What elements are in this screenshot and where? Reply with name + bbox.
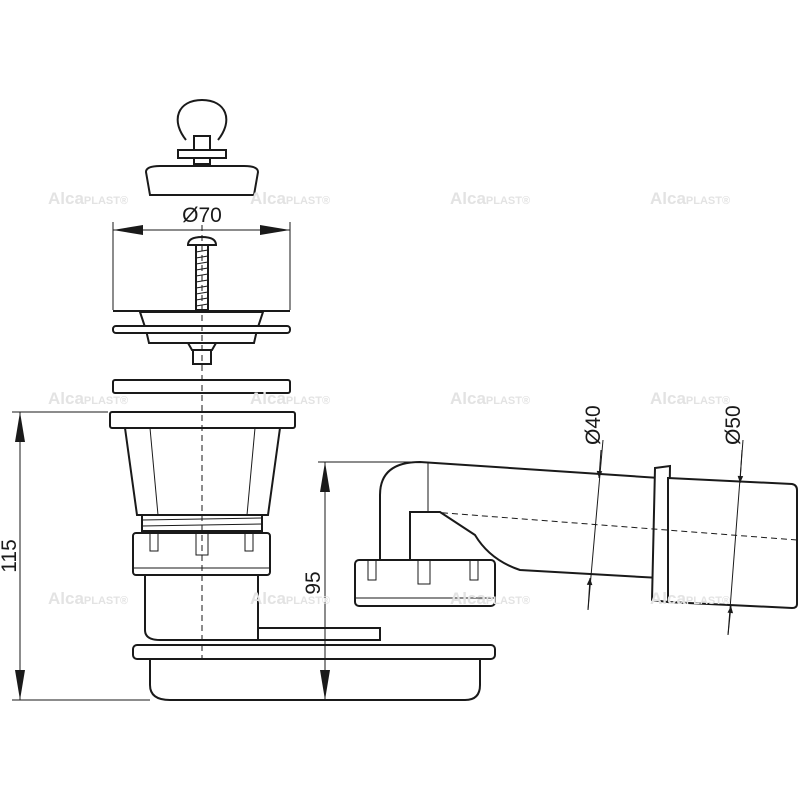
watermark: AlcaPLAST® [250, 389, 330, 408]
watermark: AlcaPLAST® [450, 589, 530, 608]
dimension-label-40: Ø40 [582, 405, 605, 445]
trap-body [109, 411, 496, 701]
watermark-layer: AlcaPLAST® AlcaPLAST® AlcaPLAST® AlcaPLAST®… [48, 189, 730, 608]
watermark: AlcaPLAST® [650, 589, 730, 608]
outlet-elbow [354, 460, 798, 610]
watermark: AlcaPLAST® [450, 189, 530, 208]
watermark: AlcaPLAST® [48, 589, 128, 608]
watermark: AlcaPLAST® [650, 189, 730, 208]
dimension-label-115: 115 [0, 539, 21, 572]
watermark: AlcaPLAST® [250, 589, 330, 608]
watermark: AlcaPLAST® [650, 389, 730, 408]
dimension-label-70: Ø70 [182, 204, 222, 227]
stopper-plug [144, 98, 260, 196]
dimension-label-95: 95 [302, 571, 325, 594]
watermark: AlcaPLAST® [450, 389, 530, 408]
dimension-label-50: Ø50 [722, 405, 745, 445]
watermark: AlcaPLAST® [48, 389, 128, 408]
dimension-diameter-50: Ø50 [722, 405, 745, 636]
dimension-height-115: 115 [0, 411, 150, 701]
dimension-diameter-40: Ø40 [582, 405, 605, 611]
watermark: AlcaPLAST® [250, 189, 330, 208]
watermark: AlcaPLAST® [48, 189, 128, 208]
dimension-height-95: 95 [302, 461, 420, 700]
